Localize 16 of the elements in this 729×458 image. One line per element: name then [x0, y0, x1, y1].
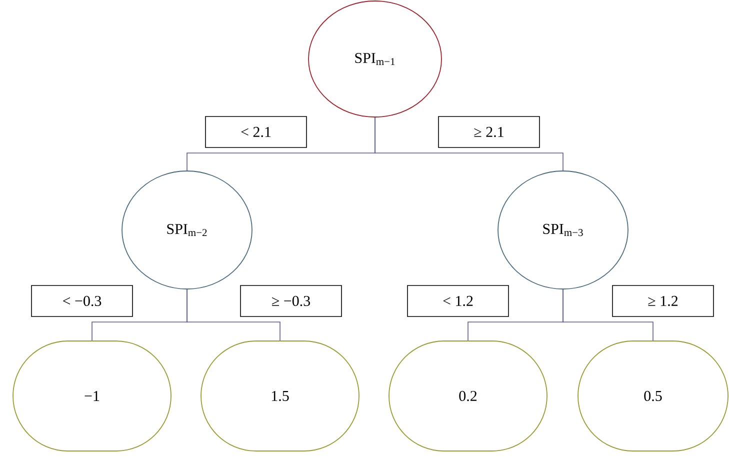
rounded-node: 0.5 — [578, 340, 728, 452]
connector — [186, 289, 280, 341]
ellipse-node: SPI$_{m−3}$ — [498, 170, 628, 290]
rounded-node: −1 — [12, 340, 172, 452]
edge-label: < 2.1 — [205, 116, 307, 148]
ellipse-node: SPI$_{m−1}$ — [308, 0, 442, 118]
edge-label: ≥ −0.3 — [240, 285, 342, 317]
edge-label: ≥ 1.2 — [612, 285, 714, 317]
connector — [374, 117, 564, 171]
edge-label: < −0.3 — [31, 285, 133, 317]
edge-label: ≥ 2.1 — [438, 116, 540, 148]
rounded-node: 0.2 — [388, 340, 548, 452]
rounded-node: 1.5 — [200, 340, 360, 452]
ellipse-node: SPI$_{m−2}$ — [122, 170, 252, 290]
connector — [562, 289, 654, 341]
edge-label: < 1.2 — [407, 285, 509, 317]
